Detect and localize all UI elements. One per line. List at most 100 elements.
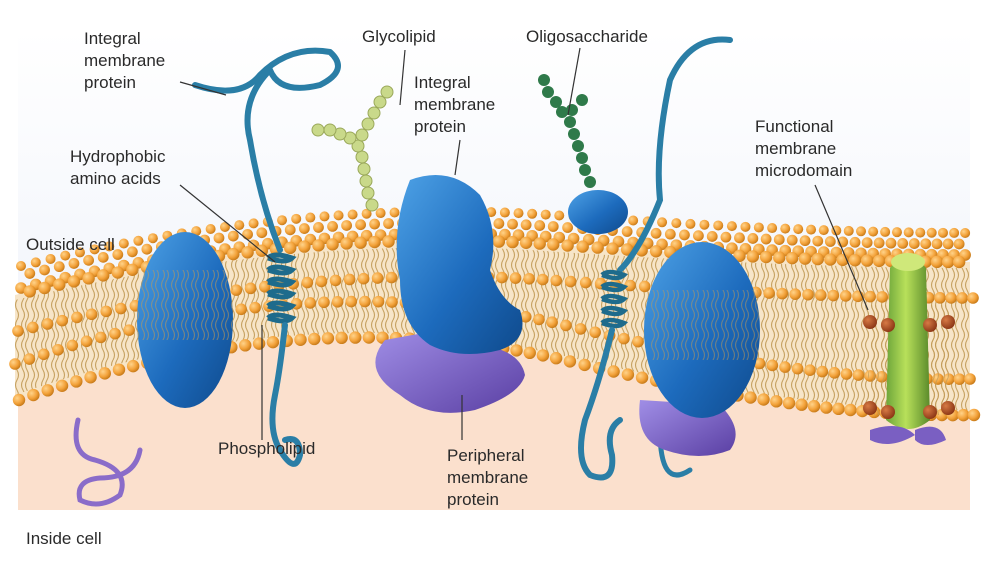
phospholipid-head [71,311,83,324]
phospholipid-head [657,217,668,228]
phospholipid-head [55,379,69,392]
label-integral-membrane-protein-center: Integral membrane protein [414,73,496,136]
phospholipid-head [952,255,966,269]
oligosaccharide-chain [538,74,596,188]
phospholipid-head [536,273,549,286]
phospholipid-head [671,218,682,229]
glycoprotein-dome [568,190,628,234]
phospholipid-head [638,280,651,293]
phospholipid-head [876,291,888,303]
phospholipid-head [852,369,865,381]
phospholipid-head [248,218,259,229]
phospholipid-head [389,207,400,218]
phospholipid-head [345,295,358,308]
label-inside-cell: Inside cell [26,529,102,548]
phospholipid-head [960,227,971,238]
sugar-unit [361,117,375,131]
sugar-unit [538,74,550,86]
phospholipid-head [94,331,107,344]
phospholipid-head [321,332,335,345]
phospholipid-head [26,321,39,334]
phospholipid-head [733,249,746,263]
phospholipid-head [533,313,545,326]
phospholipid-head [550,274,563,287]
integral-protein-chain-inside [269,322,304,467]
phospholipid-head [798,252,812,265]
phospholipid-head [382,235,395,248]
phospholipid-head [126,359,140,373]
phospholipid-head [864,290,876,303]
phospholipid-head [23,353,36,365]
sugar-unit [365,198,379,212]
phospholipid-head [357,272,370,285]
sugar-unit [373,95,387,109]
phospholipid-head [635,371,649,384]
sugar-unit [323,123,337,137]
phospholipid-head [118,238,129,249]
phospholipid-head [664,228,676,240]
phospholipid-head [891,227,902,238]
phospholipid-head [68,258,80,269]
phospholipid-head [74,247,85,258]
phospholipid-head [38,281,51,295]
phospholipid-head [340,237,353,250]
microdomain-cone [886,256,930,429]
phospholipid-head [579,276,592,289]
phospholipid-head [863,315,877,329]
label-integral-membrane-protein-left: Integral membrane protein [84,29,166,92]
phospholipid-head [802,288,814,301]
phospholipid-head [540,209,551,220]
phospholipid-head [41,384,54,397]
phospholipid-head [618,332,630,345]
phospholipid-head [284,224,296,236]
phospholipid-head [100,305,113,318]
phospholipid-head [112,363,126,376]
phospholipid-head [967,408,981,422]
phospholipid-head [840,368,853,380]
phospholipid-head [561,239,574,252]
phospholipid-head [39,264,50,276]
phospholipid-head [227,247,240,261]
glycolipid-sugar-chain [311,85,394,212]
phospholipid-head [67,275,81,288]
phospholipid-head [368,235,381,249]
phospholipid-head [37,348,50,361]
phospholipid-head [881,405,895,419]
label-glycolipid: Glycolipid [362,27,436,46]
phospholipid-head [827,289,840,302]
phospholipid-head [885,237,897,249]
phospholipid-head [706,231,718,242]
phospholipid-head [957,408,970,422]
phospholipid-head [930,255,944,269]
phospholipid-head [607,365,620,378]
phospholipid-head [763,287,775,299]
sugar-unit [361,186,375,200]
integral-protein-chain-right [617,36,733,273]
phospholipid-head [923,318,937,332]
phospholipid-head [621,368,635,381]
integral-protein-chain-outside [192,47,341,253]
phospholipid-head [624,279,636,292]
phospholipid-head [780,223,791,234]
phospholipid-head [41,318,54,330]
phospholipid-head [235,303,248,316]
phospholipid-head [24,268,36,279]
phospholipid-head [860,254,874,267]
label-phospholipid: Phospholipid [218,439,316,458]
phospholipid-head [372,295,385,308]
sugar-unit [359,174,373,188]
phospholipid-head [791,362,804,375]
phospholipid-head [824,253,837,266]
phospholipid-head [926,227,937,238]
phospholipid-head [361,208,372,219]
phospholipid-head [942,238,954,250]
phospholipid-head [9,358,21,370]
phospholipid-head [335,331,348,345]
sugar-unit [550,96,562,108]
phospholipid-head [934,292,946,304]
phospholipid-head [554,210,565,221]
sugar-unit [355,128,369,142]
phospholipid-head [45,253,56,264]
phospholipid-head [760,233,772,245]
phospholipid-head [333,210,344,221]
